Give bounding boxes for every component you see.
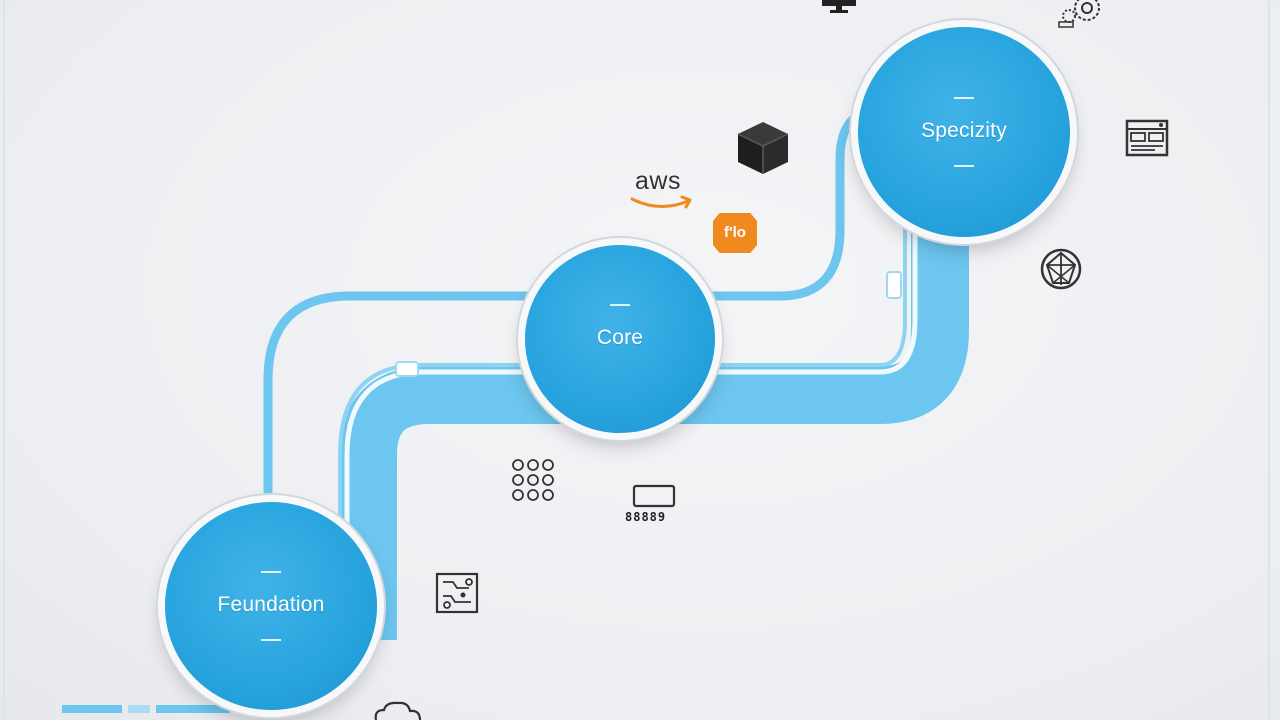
node-dash-top [954, 97, 974, 99]
stage-foundation-label: Feundation [217, 593, 325, 616]
circuit-board-icon [435, 572, 479, 614]
connector-mark [886, 271, 902, 299]
main-band-highlight [344, 215, 918, 630]
thin-upper-path [263, 105, 881, 505]
cloud-icon [374, 701, 422, 720]
node-dash-bottom [954, 165, 974, 167]
aws-smile-icon [630, 195, 692, 209]
network-grid-icon [512, 459, 554, 501]
cube-icon [737, 122, 789, 174]
stage-core-label: Core [596, 326, 644, 349]
stage-specialty-node[interactable]: Specizity [858, 27, 1070, 237]
orange-box-icon: f'lo [713, 213, 757, 253]
monitor-icon [822, 0, 856, 13]
globe-network-icon [1040, 248, 1082, 290]
digits-label: 88889 [625, 510, 667, 524]
node-dash-top [261, 571, 281, 573]
dashboard-panel-icon [1125, 119, 1169, 157]
left-frame-line [3, 0, 5, 720]
keyboard-icon [632, 484, 676, 508]
right-frame-line [1268, 0, 1270, 720]
aws-logo-text: aws [635, 167, 681, 195]
node-dash-top [610, 304, 630, 306]
connector-mark [395, 361, 419, 377]
stage-specialty-label: Specizity [921, 119, 1007, 142]
orange-badge-text: f'lo [724, 224, 746, 241]
node-dash-bottom [261, 639, 281, 641]
stage-core-node[interactable]: Core [525, 245, 715, 433]
stage-foundation-node[interactable]: Feundation [165, 502, 377, 710]
gear-cluster-icon [1058, 0, 1100, 28]
